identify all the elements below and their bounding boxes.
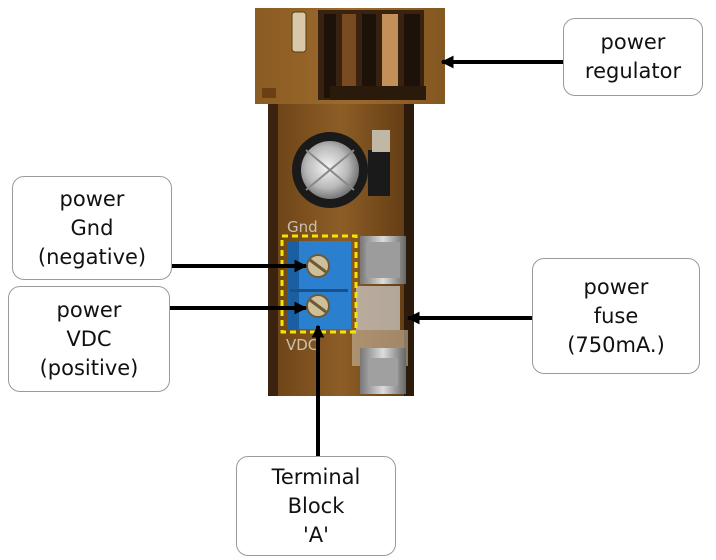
callout-power-gnd: power Gnd (negative): [12, 176, 172, 280]
callout-line: Block: [287, 493, 345, 518]
callout-line: (750mA.): [567, 332, 665, 357]
callout-line: power: [600, 30, 666, 54]
fuse-holder: [356, 236, 406, 394]
callout-line: regulator: [584, 59, 682, 83]
callout-line: Terminal: [271, 464, 361, 489]
callout-line: (positive): [39, 355, 139, 380]
callout-line: 'A': [303, 522, 329, 547]
callout-power-regulator: power regulator: [563, 18, 703, 96]
callout-line: Gnd: [70, 215, 114, 240]
callout-line: power: [56, 297, 122, 322]
capacitor: [292, 130, 390, 208]
heatsink: [318, 10, 426, 100]
callout-line: VDC: [66, 326, 112, 351]
callout-power-fuse: power fuse (750mA.): [532, 258, 700, 374]
terminal-block: [280, 234, 358, 334]
callout-line: power: [59, 186, 125, 211]
callout-line: fuse: [593, 303, 639, 328]
vdc-marking: VDC: [286, 336, 318, 354]
terminal-highlight: [280, 234, 358, 334]
callout-line: (negative): [37, 244, 147, 269]
gnd-marking: Gnd: [287, 218, 318, 236]
callout-power-vdc: power VDC (positive): [8, 286, 170, 392]
callout-terminal-block: Terminal Block 'A': [236, 456, 396, 556]
callout-line: power: [583, 274, 649, 299]
